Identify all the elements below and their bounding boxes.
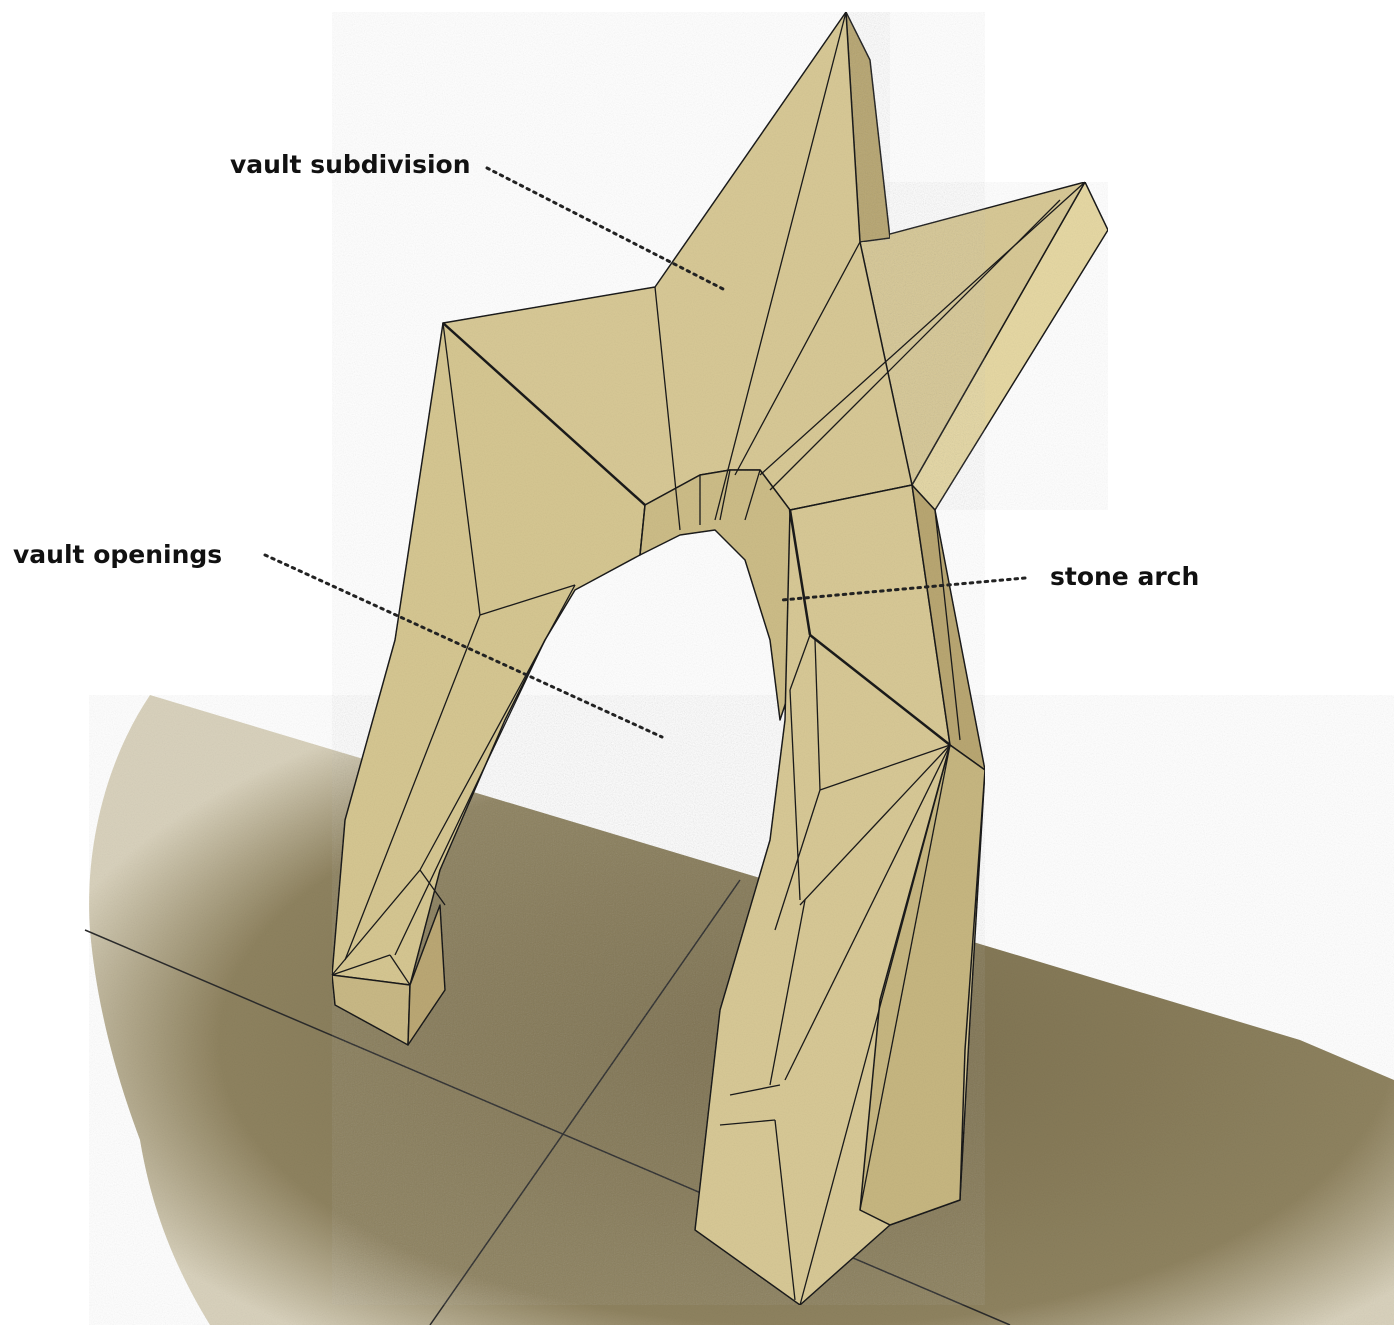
label-stone-arch: stone arch: [1050, 564, 1199, 589]
leader-vault-subdivision: [487, 168, 725, 290]
label-vault-openings: vault openings: [13, 542, 222, 567]
label-vault-subdivision: vault subdivision: [230, 152, 471, 177]
